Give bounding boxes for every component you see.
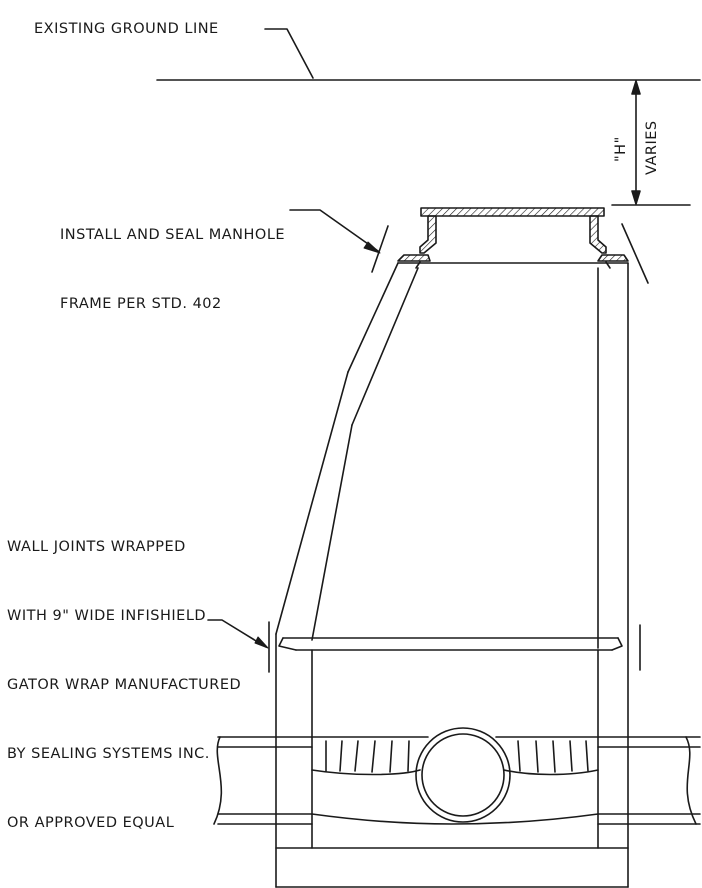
- dimension-h-label: "H": [613, 136, 629, 162]
- wall-joint: [268, 621, 641, 673]
- ground-line-leader: [264, 28, 314, 79]
- install-note-line-2: FRAME PER STD. 402: [60, 296, 222, 312]
- dimension-h: [611, 80, 691, 206]
- wall-joint-note-line-4: BY SEALING SYSTEMS INC.: [7, 746, 210, 762]
- install-note-line-1: INSTALL AND SEAL MANHOLE: [60, 227, 286, 243]
- wall-joint-note-line-2: WITH 9" WIDE INFISHIELD: [7, 608, 207, 624]
- manhole-frame: [397, 207, 629, 269]
- manhole-cone: [275, 223, 649, 888]
- install-note: INSTALL AND SEAL MANHOLE FRAME PER STD. …: [60, 178, 285, 362]
- manhole-base: [275, 649, 629, 888]
- wall-joint-leader: [207, 619, 267, 648]
- pipe-left: [213, 736, 313, 825]
- pipe-right: [597, 736, 701, 825]
- wall-joint-note-line-5: OR APPROVED EQUAL: [7, 815, 175, 831]
- wall-joint-note-line-1: WALL JOINTS WRAPPED: [7, 539, 186, 555]
- ground-line-label: EXISTING GROUND LINE: [34, 21, 219, 37]
- pipe-opening: [415, 727, 511, 823]
- dimension-varies-label: VARIES: [644, 120, 660, 175]
- wall-joint-note-line-3: GATOR WRAP MANUFACTURED: [7, 677, 242, 693]
- bench-channel: [311, 736, 599, 825]
- wall-joint-note: WALL JOINTS WRAPPED WITH 9" WIDE INFISHI…: [7, 490, 241, 881]
- install-note-leader: [289, 209, 379, 252]
